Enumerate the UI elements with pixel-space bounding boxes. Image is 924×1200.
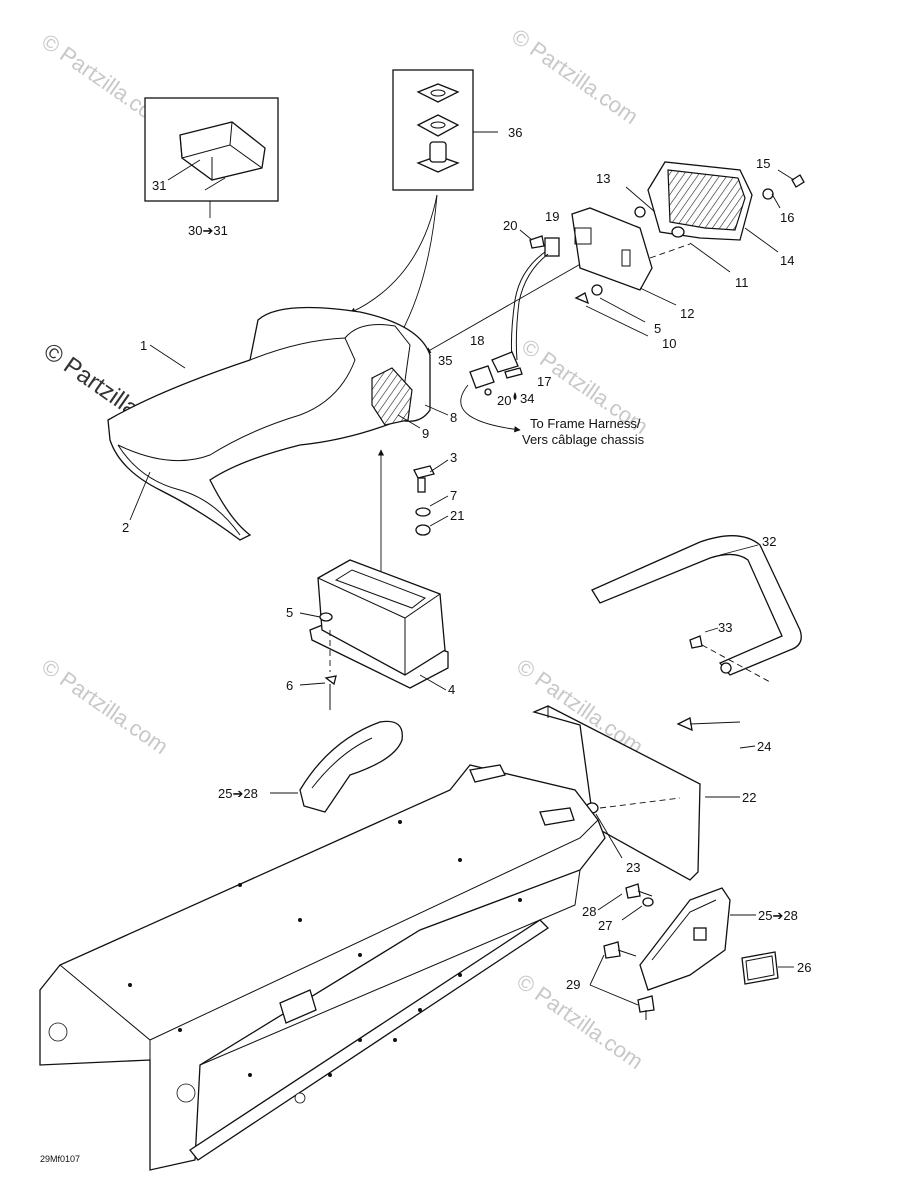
callout-10: 10 xyxy=(662,336,676,351)
callout-30-31: 30➔31 xyxy=(188,223,228,238)
callout-31: 31 xyxy=(152,178,166,193)
callout-28: 28 xyxy=(582,904,596,919)
callout-4: 4 xyxy=(448,682,455,697)
callout-23: 23 xyxy=(626,860,640,875)
callout-26: 26 xyxy=(797,960,811,975)
side-pad-lower xyxy=(589,883,794,1020)
callout-33: 33 xyxy=(718,620,732,635)
callout-5-light: 5 xyxy=(654,321,661,336)
callout-3: 3 xyxy=(450,450,457,465)
tunnel xyxy=(39,764,606,1171)
callout-16: 16 xyxy=(780,210,794,225)
callout-25-28-upper: 25➔28 xyxy=(218,786,258,801)
callout-18: 18 xyxy=(470,333,484,348)
callout-36: 36 xyxy=(508,125,522,140)
callout-21: 21 xyxy=(450,508,464,523)
callout-24: 24 xyxy=(757,739,771,754)
tail-light xyxy=(571,161,805,337)
callout-22: 22 xyxy=(742,790,756,805)
callout-2: 2 xyxy=(122,520,129,535)
callout-8: 8 xyxy=(450,410,457,425)
callout-25-28-lower: 25➔28 xyxy=(758,908,798,923)
wiring-harness xyxy=(460,229,560,433)
side-pad-upper xyxy=(270,720,403,813)
callout-32: 32 xyxy=(762,534,776,549)
watermark-2: © Partzilla.com xyxy=(507,24,643,130)
callout-7: 7 xyxy=(450,488,457,503)
callout-11: 11 xyxy=(735,275,749,290)
callout-14: 14 xyxy=(780,253,794,268)
callout-labels: 1 2 3 7 21 8 9 5 6 4 31 30➔31 36 13 15 1… xyxy=(40,125,811,1164)
callout-12: 12 xyxy=(680,306,694,321)
callout-27: 27 xyxy=(598,918,612,933)
inset-box-grommet xyxy=(392,69,498,191)
callout-6: 6 xyxy=(286,678,293,693)
diagram-code: 29Mf0107 xyxy=(40,1154,80,1164)
callout-17: 17 xyxy=(537,374,551,389)
callout-9: 9 xyxy=(422,426,429,441)
seat xyxy=(107,306,449,541)
callout-19: 19 xyxy=(545,209,559,224)
callout-29: 29 xyxy=(566,977,580,992)
grab-handle xyxy=(591,535,802,683)
callout-15: 15 xyxy=(756,156,770,171)
inset-box-pad xyxy=(144,97,279,218)
callout-20-bottom: 20 xyxy=(497,393,511,408)
storage-box xyxy=(299,559,449,710)
callout-1: 1 xyxy=(140,338,147,353)
note-line-2: Vers câblage chassis xyxy=(522,432,645,447)
callout-35: 35 xyxy=(438,353,452,368)
callout-34: 34 xyxy=(520,391,534,406)
watermark-5: © Partzilla.com xyxy=(512,654,648,760)
watermark-4: © Partzilla.com xyxy=(37,654,173,760)
callout-20-top: 20 xyxy=(503,218,517,233)
callout-5-box: 5 xyxy=(286,605,293,620)
callout-13: 13 xyxy=(596,171,610,186)
note-line-1: To Frame Harness/ xyxy=(530,416,641,431)
fastener-stack xyxy=(413,459,449,536)
